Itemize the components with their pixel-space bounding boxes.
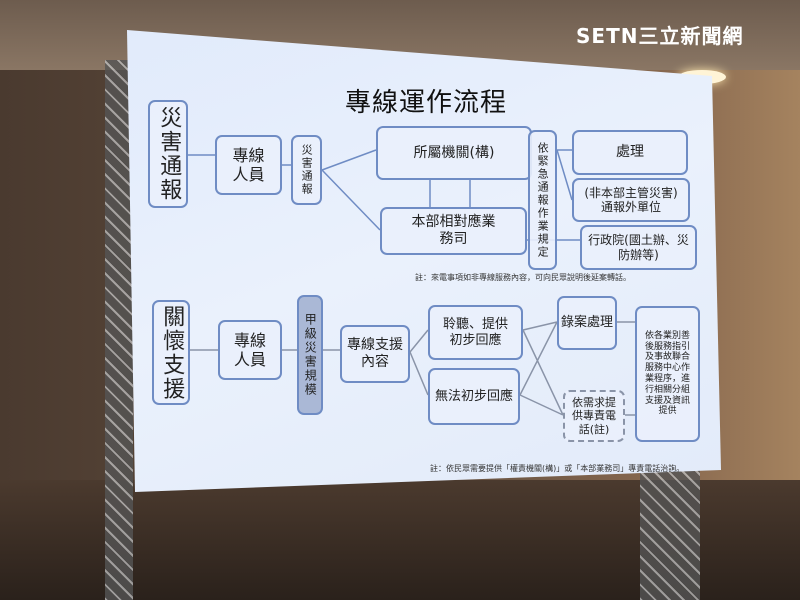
department-box: 本部相對應業務司	[380, 207, 527, 255]
class-a-disaster-box: 甲級災害規模	[297, 295, 323, 415]
service-guide-box: 依各業別善後服務指引及事故聯合服務中心作業程序，進行相關分組支援及資訊提供	[635, 306, 700, 442]
listen-respond-box: 聆聽、提供初步回應	[428, 305, 523, 360]
emergency-rule-box: 依緊急通報作業規定	[528, 130, 557, 270]
slide-title: 專線運作流程	[345, 88, 508, 118]
agency-box: 所屬機關(構)	[376, 126, 532, 180]
handle-box: 處理	[572, 130, 688, 175]
news-logo: SETN三立新聞網	[576, 24, 744, 48]
disaster-report-box: 災害通報	[291, 135, 322, 205]
dedicated-phone-box: 依需求提供專責電話(註)	[563, 390, 625, 442]
external-unit-box: (非本部主管災害)通報外單位	[572, 178, 690, 222]
support-content-box: 專線支援內容	[340, 325, 410, 383]
note-2: 註：依民眾需要提供「權責機關(構)」或「本部業務司」專責電話治詢。	[430, 464, 685, 473]
right-truss	[640, 470, 700, 600]
hotline-staff-box-2: 專線人員	[218, 320, 282, 380]
executive-yuan-box: 行政院(國土辦、災防辦等)	[580, 225, 697, 270]
record-case-box: 錄案處理	[557, 296, 617, 350]
section-disaster-report: 災害通報	[148, 100, 188, 208]
section-care-support: 關懷支援	[152, 300, 190, 405]
left-truss	[105, 60, 133, 600]
note-1: 註：來電事項如非專線服務內容，可向民眾說明後延案轉話。	[415, 273, 631, 282]
cannot-respond-box: 無法初步回應	[428, 368, 520, 425]
hotline-staff-box: 專線人員	[215, 135, 282, 195]
